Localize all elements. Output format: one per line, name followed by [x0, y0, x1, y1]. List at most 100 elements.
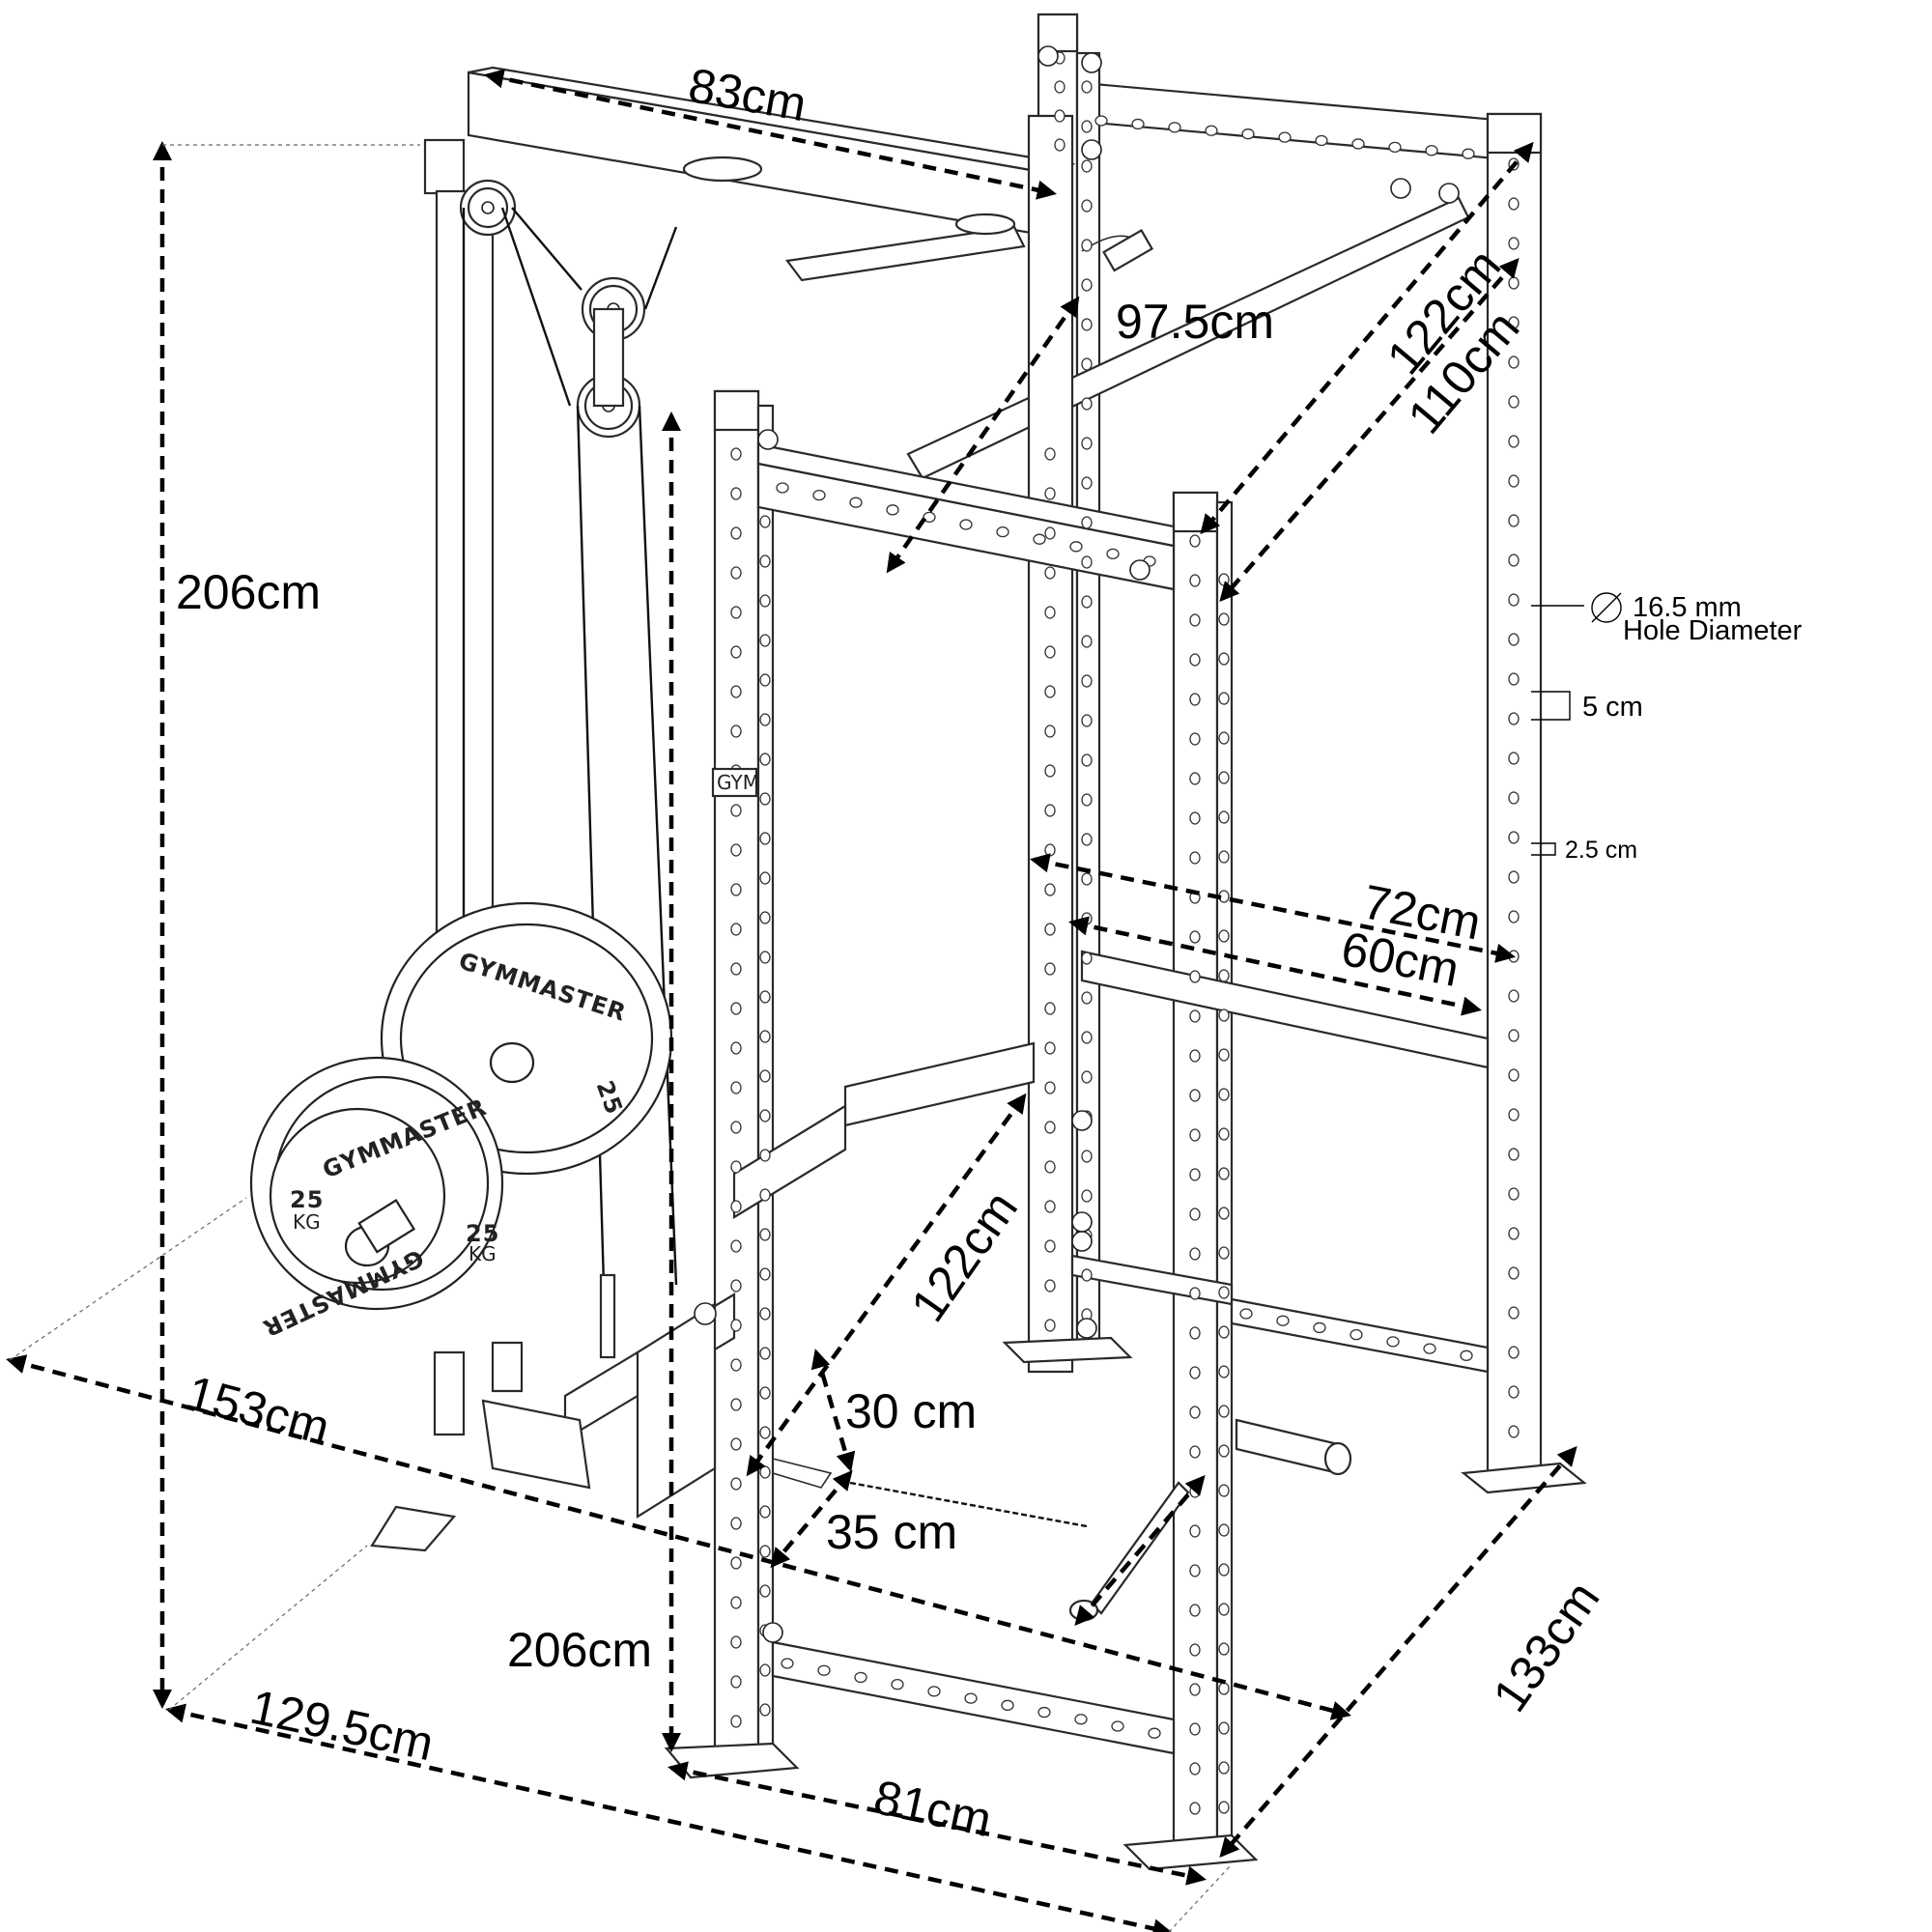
crossbar-hole: [1313, 1321, 1326, 1334]
crossbar-hole: [1351, 138, 1365, 150]
upright-hole: [1189, 1326, 1201, 1340]
upright-hole: [1081, 1070, 1093, 1084]
rack-badge-text: GYM: [717, 771, 759, 794]
upright-hole: [1189, 534, 1201, 548]
upright-hole: [1508, 395, 1520, 409]
upright-hole: [1189, 1604, 1201, 1617]
upright-hole: [759, 951, 771, 964]
upright-hole: [730, 487, 742, 500]
crossbar-hole: [849, 497, 863, 508]
upright-hole: [1218, 1642, 1230, 1656]
upright-hole: [1044, 645, 1056, 659]
crossbar-hole: [1037, 1706, 1051, 1719]
crossbar-hole: [1350, 1329, 1363, 1341]
dim-line-110cm: [1219, 257, 1520, 603]
crossbar-hole: [964, 1692, 978, 1704]
upright-hole: [730, 1477, 742, 1491]
crossbar-hole: [1388, 141, 1402, 154]
upright-hole: [759, 634, 771, 647]
upright-hole: [1081, 476, 1093, 490]
upright-hole: [1508, 1346, 1520, 1359]
upright-hole: [1508, 593, 1520, 607]
label-overall-length: 153cm: [182, 1365, 335, 1455]
crossbar-hole: [1033, 533, 1046, 545]
upright-hole: [1508, 672, 1520, 686]
upright-hole: [730, 1279, 742, 1293]
upright-hole: [1044, 962, 1056, 976]
upright-hole: [759, 554, 771, 568]
rack-badge: GYM: [711, 767, 759, 798]
upright-hole: [759, 713, 771, 726]
upright-hole: [759, 673, 771, 687]
upright-hole: [1218, 573, 1230, 586]
upright-hole: [1044, 923, 1056, 936]
dimension-lines: [6, 69, 1622, 1932]
crossbar-hole: [891, 1679, 904, 1690]
upright-hole: [730, 1081, 742, 1094]
upright-hole: [1508, 831, 1520, 844]
upright-hole: [1189, 1208, 1201, 1221]
upright-hole: [1081, 1150, 1093, 1163]
upright-hole: [1044, 1239, 1056, 1253]
upright-hole: [1081, 674, 1093, 688]
upright-hole: [1044, 487, 1056, 500]
dim-line-81cm: [668, 1761, 1207, 1886]
front-plate-unit-left: KG: [293, 1210, 321, 1234]
front-plate-unit-right: KG: [469, 1242, 497, 1265]
dim-line-83cm: [484, 69, 1057, 200]
upright-hole: [759, 1069, 771, 1083]
dim-line-97-5cm: [886, 296, 1080, 574]
upright-hole: [1044, 1002, 1056, 1015]
upright-hole: [1218, 810, 1230, 824]
upright-hole: [759, 1545, 771, 1558]
upright-hole: [1508, 870, 1520, 884]
upright-hole: [1054, 138, 1065, 152]
diameter-symbol: [1591, 592, 1622, 623]
upright-hole: [1189, 1683, 1201, 1696]
upright-hole: [1508, 474, 1520, 488]
upright-hole: [1044, 1200, 1056, 1213]
upright-hole: [1081, 952, 1093, 965]
upright-hole: [1508, 435, 1520, 448]
upright-hole: [1044, 1121, 1056, 1134]
upright-hole: [1189, 930, 1201, 944]
upright-hole: [1218, 1207, 1230, 1220]
upright-hole: [1044, 1279, 1056, 1293]
upright-hole: [759, 1426, 771, 1439]
crossbar-hole: [812, 489, 826, 501]
upright-hole: [1218, 771, 1230, 784]
upright-hole: [1508, 712, 1520, 725]
upright-hole: [1218, 969, 1230, 982]
upright-hole: [1081, 833, 1093, 846]
crossbar-hole: [854, 1671, 867, 1684]
upright-hole: [730, 1517, 742, 1530]
upright-hole: [1189, 1247, 1201, 1261]
crossbar-hole: [1148, 1727, 1161, 1739]
crossbar-hole: [1074, 1714, 1088, 1725]
label-footprint-side: 129.5cm: [245, 1680, 438, 1772]
crossbar-hole: [817, 1664, 831, 1676]
upright-hole: [730, 962, 742, 976]
upright-hole: [1508, 910, 1520, 923]
upright-hole: [1218, 1801, 1230, 1814]
upright-hole: [730, 1635, 742, 1649]
upright-hole: [1081, 753, 1093, 767]
upright-hole: [1189, 1287, 1201, 1300]
upright-hole: [759, 911, 771, 924]
upright-hole: [1189, 574, 1201, 587]
upright-hole: [1218, 1721, 1230, 1735]
upright-hole: [1189, 1049, 1201, 1063]
upright-hole: [730, 1596, 742, 1609]
upright-hole: [759, 1347, 771, 1360]
upright-hole: [1218, 731, 1230, 745]
upright-hole: [1218, 1127, 1230, 1141]
upright-hole: [730, 1437, 742, 1451]
upright-hole: [1508, 1029, 1520, 1042]
upright-hole: [1189, 1564, 1201, 1577]
upright-hole: [1218, 1682, 1230, 1695]
upright-hole: [759, 1109, 771, 1122]
upright-hole: [759, 1267, 771, 1281]
spacing-2-5cm-bracket: [1531, 842, 1556, 856]
upright-hole: [759, 594, 771, 608]
upright-hole: [730, 843, 742, 857]
